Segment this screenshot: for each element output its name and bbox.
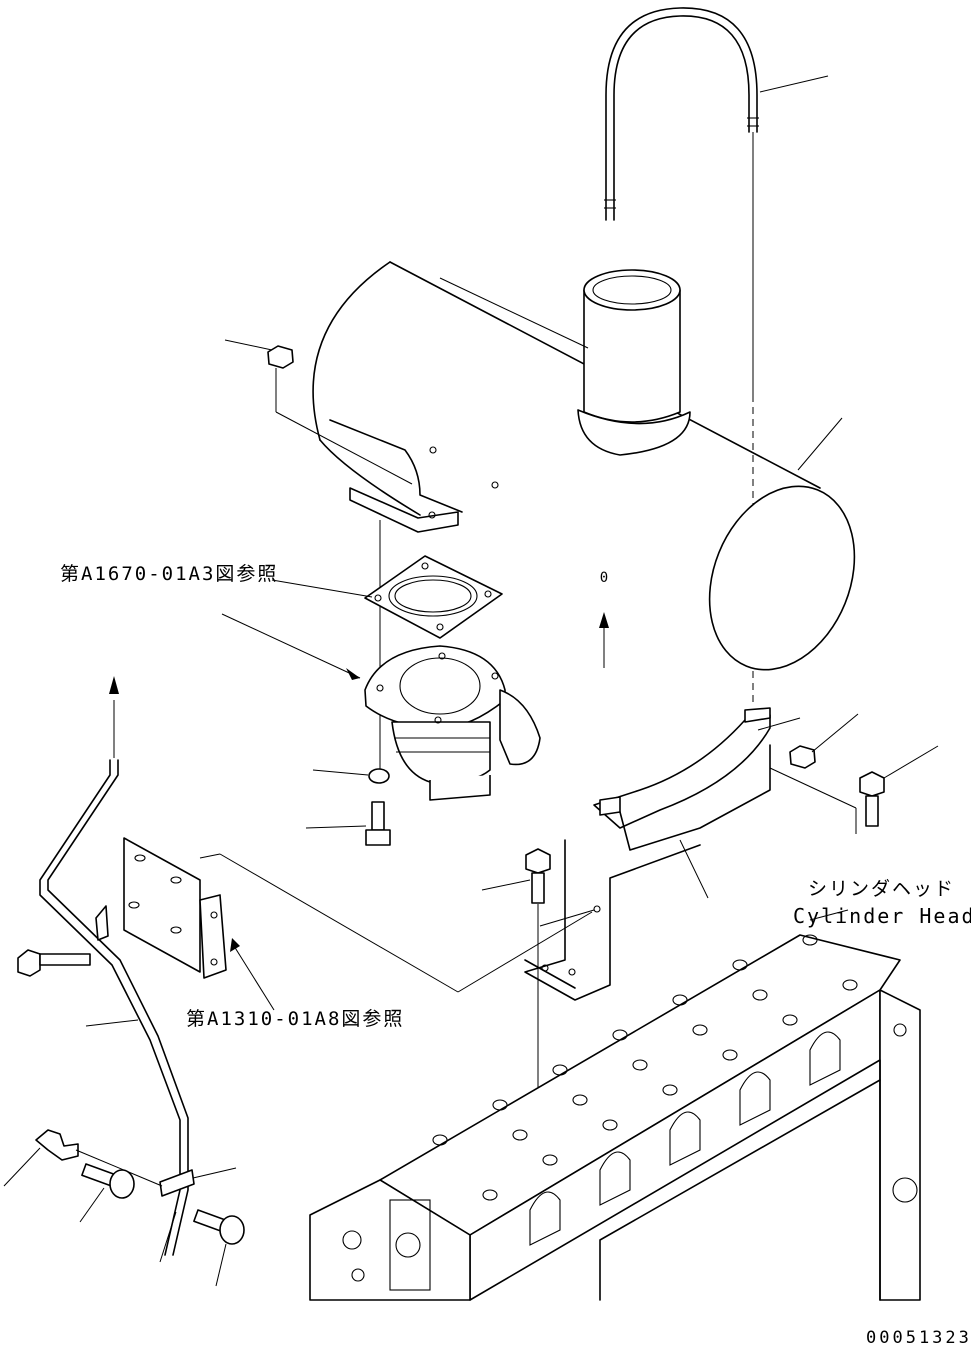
bolt-bracket-left <box>481 848 551 1190</box>
bolt-elbow <box>305 801 391 846</box>
muffler <box>312 261 856 671</box>
drawing-number: 00051323 <box>866 1328 971 1348</box>
tail-pipe <box>604 7 829 221</box>
mounting-plate <box>123 837 593 1011</box>
reference-label-bracket: 第A1310-01A8図参照 <box>186 1008 405 1030</box>
reference-label-muffler: 第A1670-01A3図参照 <box>60 563 279 585</box>
exhaust-elbow <box>221 613 541 801</box>
nut-bracket <box>757 713 859 769</box>
nut-elbow <box>312 768 390 784</box>
gasket <box>271 555 503 639</box>
cylinder-head-label-en: Cylinder Head <box>793 904 971 928</box>
bolt-clamp-right <box>193 1209 245 1287</box>
bolt-clamp-left <box>79 1163 135 1223</box>
svg-text:0: 0 <box>600 570 608 586</box>
clamp <box>3 1129 163 1187</box>
tube-assembly <box>17 676 237 1256</box>
cylinder-head-label-jp: シリンダヘッド <box>808 878 956 900</box>
nut-muffler <box>224 339 413 485</box>
muffler-bracket <box>524 707 771 1001</box>
bolt-bracket-right <box>769 745 939 834</box>
cylinder-head <box>309 909 921 1301</box>
direction-arrow-center: 0 <box>599 570 609 668</box>
